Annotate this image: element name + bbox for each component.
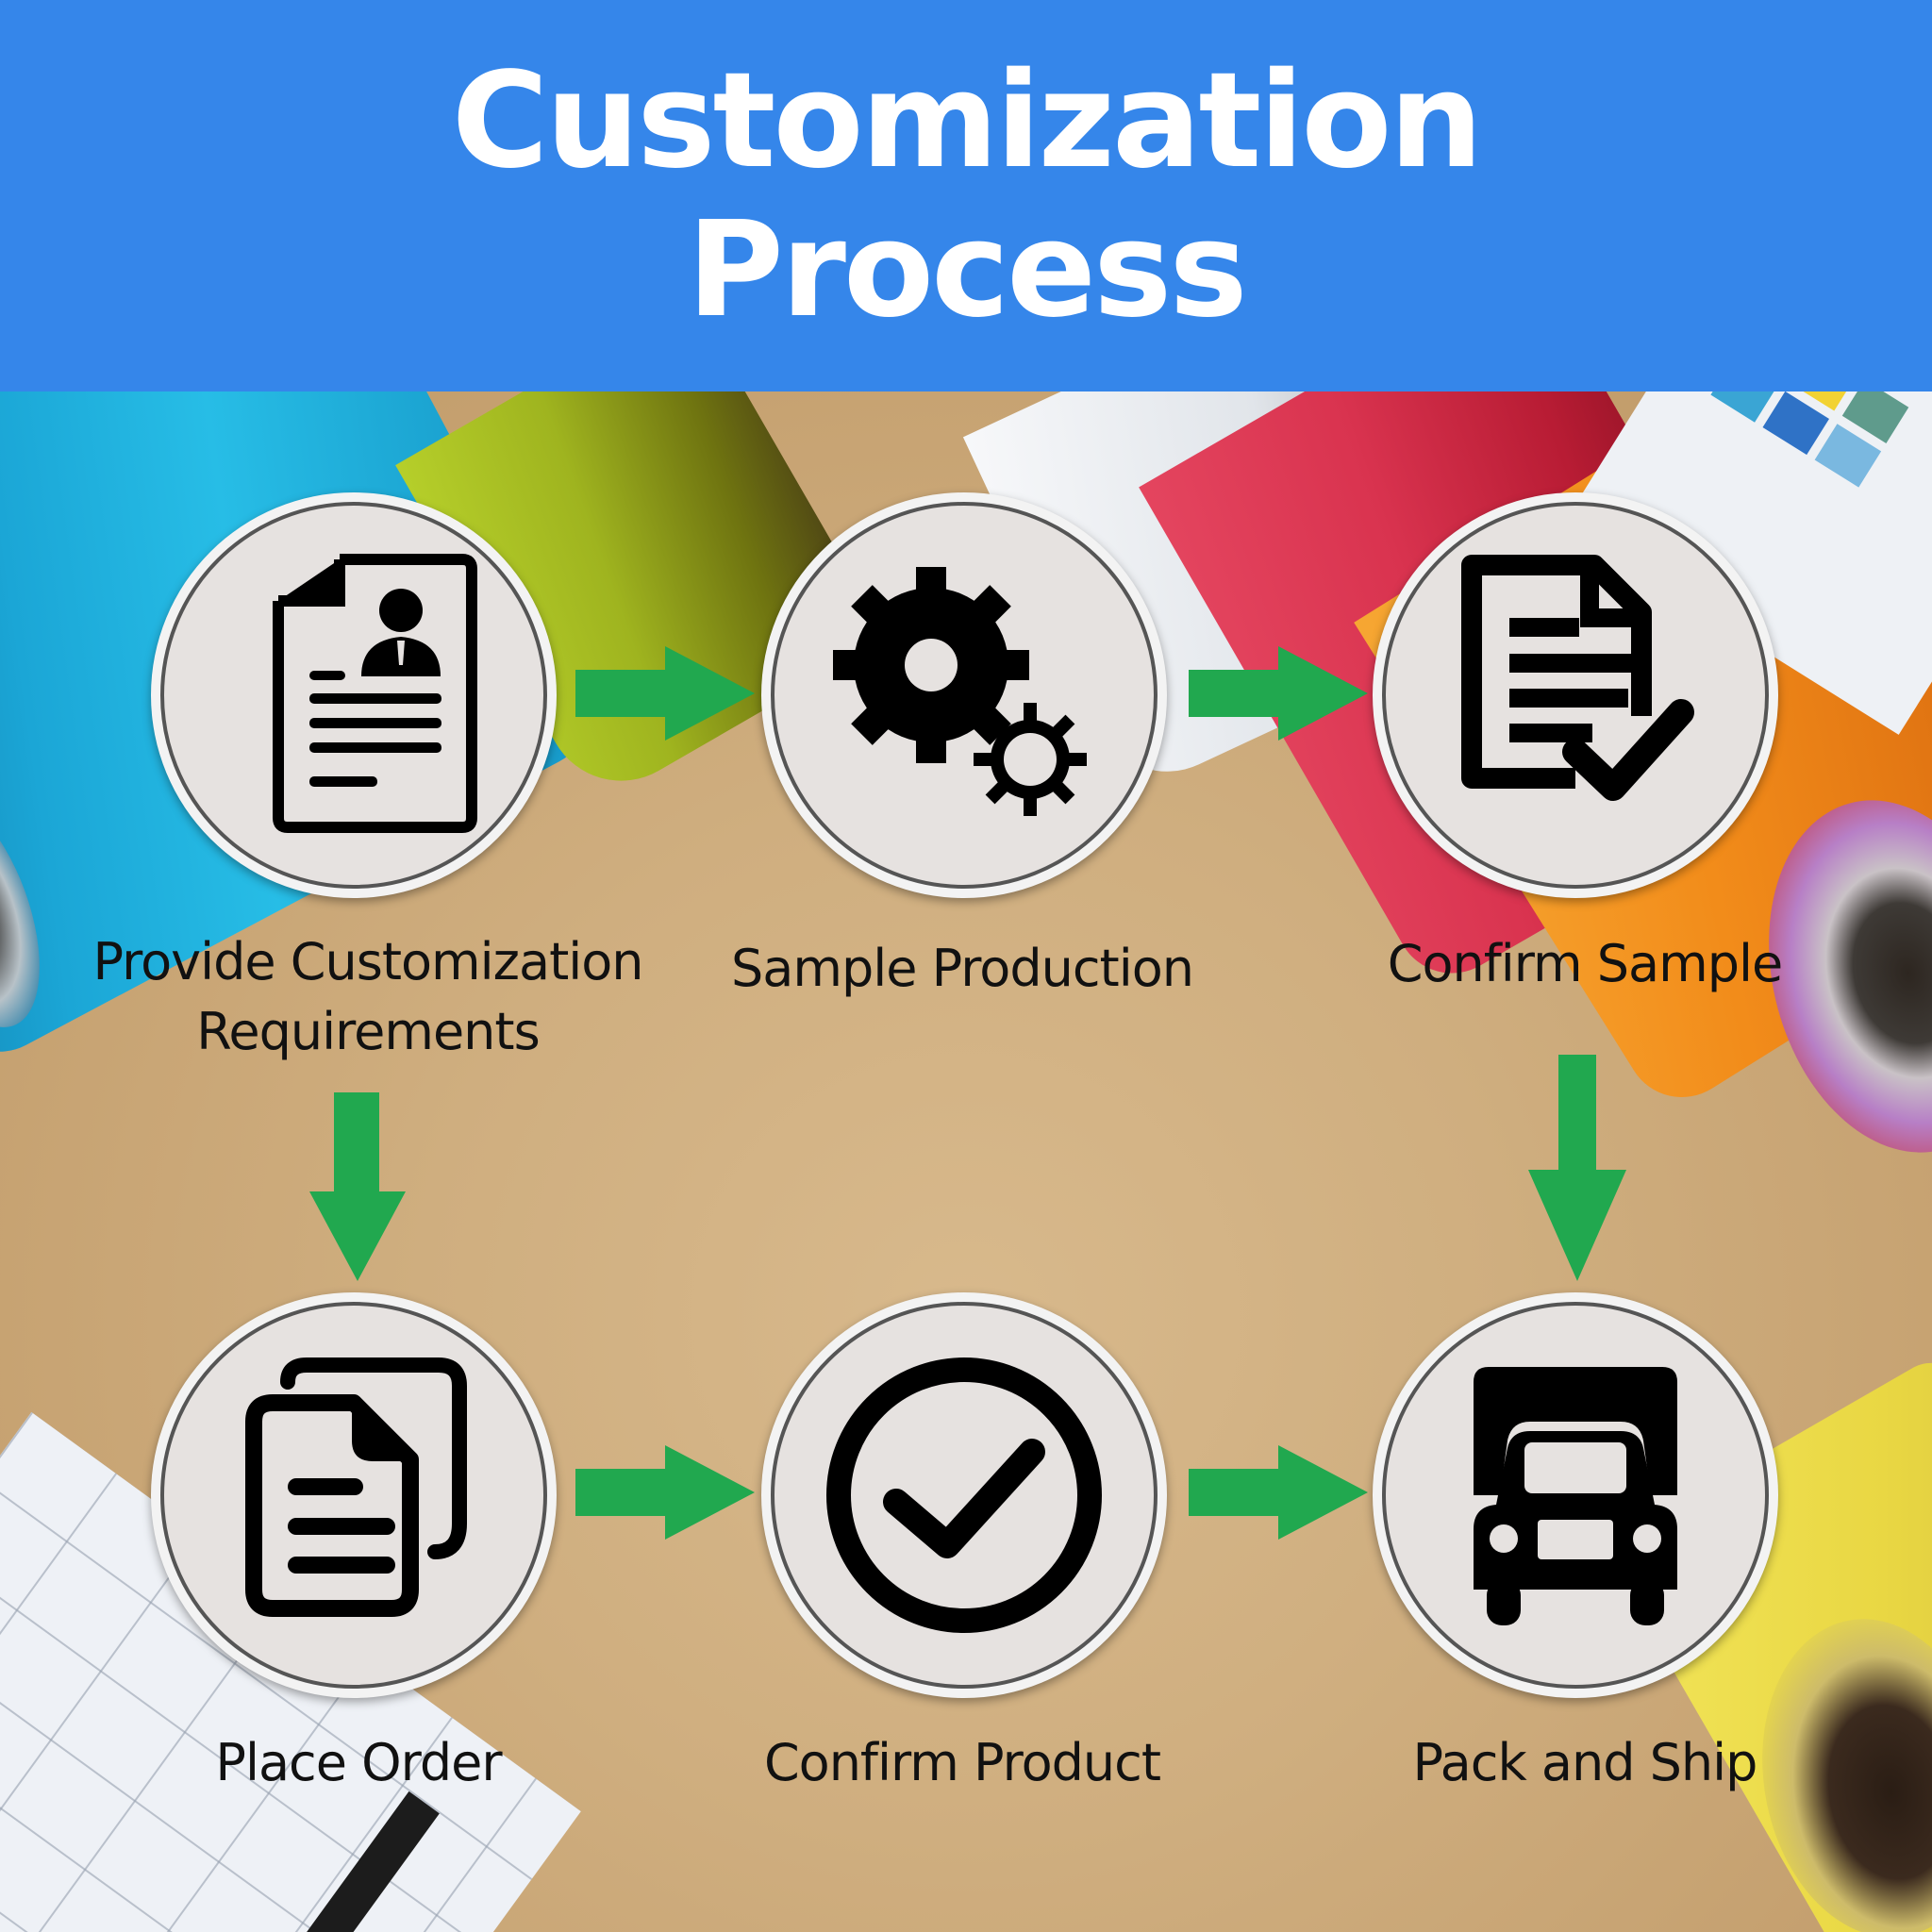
title-banner: Customization Process xyxy=(0,0,1932,391)
label-line-1: Confirm Sample xyxy=(1387,934,1783,993)
label-line-1: Confirm Product xyxy=(763,1733,1161,1792)
step-label-provide-requirements: Provide Customization Requirements xyxy=(66,927,670,1067)
arrow-right-3 xyxy=(575,1445,755,1540)
step-pack-and-ship xyxy=(1373,1292,1778,1698)
documents-stack-icon xyxy=(245,1357,467,1617)
step-label-place-order: Place Order xyxy=(66,1728,651,1798)
step-label-confirm-product: Confirm Product xyxy=(679,1728,1245,1798)
check-circle-icon xyxy=(826,1357,1102,1633)
step-provide-requirements xyxy=(151,492,557,898)
label-line-1: Pack and Ship xyxy=(1412,1733,1758,1792)
resume-document-icon xyxy=(273,554,477,833)
label-line-1: Place Order xyxy=(215,1733,502,1792)
step-label-sample-production: Sample Production xyxy=(679,934,1245,1004)
truck-icon xyxy=(1474,1367,1677,1625)
label-line-1: Sample Production xyxy=(731,939,1194,998)
step-sample-production xyxy=(761,492,1167,898)
arrow-right-2 xyxy=(1189,646,1368,741)
title-line-2: Process xyxy=(687,192,1247,347)
arrow-right-1 xyxy=(575,646,755,741)
step-place-order xyxy=(151,1292,557,1698)
step-confirm-product xyxy=(761,1292,1167,1698)
title-line-1: Customization xyxy=(451,43,1483,198)
arrow-down-left xyxy=(309,1092,406,1281)
label-line-1: Provide Customization xyxy=(92,932,643,991)
step-label-pack-and-ship: Pack and Ship xyxy=(1302,1728,1868,1798)
step-label-confirm-sample: Confirm Sample xyxy=(1302,929,1868,999)
step-confirm-sample xyxy=(1373,492,1778,898)
arrow-down-right xyxy=(1528,1055,1626,1281)
document-check-icon xyxy=(1461,555,1694,801)
arrow-right-4 xyxy=(1189,1445,1368,1540)
label-line-2: Requirements xyxy=(196,1002,540,1061)
gears-icon xyxy=(833,567,1087,816)
